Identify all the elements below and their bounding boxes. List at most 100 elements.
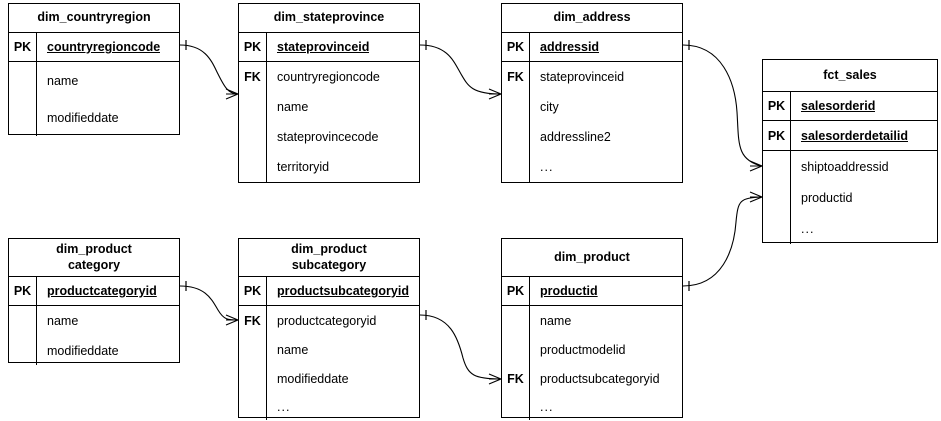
relationship-rel-productcategory-subcategory[interactable] [179, 281, 239, 326]
key-badge: FK [244, 313, 261, 328]
cardinality-many-marker [488, 88, 502, 100]
key-gutter [9, 306, 37, 365]
entity-title: dim_product subcategory [239, 239, 419, 277]
field-more-indicator: ... [801, 221, 815, 236]
key-gutter [763, 151, 791, 244]
field-name: productmodelid [540, 342, 626, 357]
primary-key-section: PK stateprovinceid [239, 33, 419, 62]
key-badge-empty [763, 182, 790, 213]
field-name: territoryid [277, 160, 330, 174]
table-row[interactable]: PK productid [502, 277, 682, 305]
primary-key-section: PK productcategoryid [9, 277, 179, 306]
key-badge-empty [239, 364, 266, 393]
key-badge-empty [502, 393, 529, 420]
field-name: shiptoaddressid [801, 159, 889, 174]
key-gutter: FK [239, 306, 267, 420]
key-badge: PK [239, 277, 267, 305]
key-badge-empty [502, 306, 529, 335]
field-list: shiptoaddressid productid... [791, 151, 937, 244]
field-name: modifieddate [47, 343, 119, 358]
field-name: productsubcategoryid [277, 284, 409, 298]
key-badge-empty [239, 152, 266, 182]
key-badge-empty [9, 306, 36, 336]
field-name: productid [540, 284, 598, 298]
table-row[interactable]: PK salesorderdetailid [763, 121, 937, 150]
relationship-line [682, 44, 763, 167]
field-name: productcategoryid [277, 313, 377, 328]
cardinality-many-marker [225, 88, 239, 100]
key-badge: PK [502, 33, 530, 61]
key-badge-empty [9, 99, 36, 136]
key-badge: PK [9, 277, 37, 305]
field-more-indicator: ... [540, 160, 554, 174]
field-name: name [277, 100, 309, 114]
key-badge: PK [239, 33, 267, 61]
field-name: productcategoryid [47, 284, 157, 298]
table-row[interactable]: PK addressid [502, 33, 682, 61]
key-badge: PK [763, 92, 791, 120]
relationship-rel-stateprovince-address[interactable] [419, 40, 502, 100]
entity-title: dim_product [502, 239, 682, 277]
relationship-rel-countryregion-stateprovince[interactable] [179, 40, 239, 100]
key-badge: FK [244, 70, 261, 84]
table-row[interactable]: PK productcategoryid [9, 277, 179, 305]
cardinality-many-marker [749, 191, 763, 203]
table-row[interactable]: PK salesorderid [763, 92, 937, 121]
key-badge-empty [9, 62, 36, 99]
field-name: salesorderid [801, 99, 876, 113]
key-badge-empty [239, 92, 266, 122]
key-gutter: FK [502, 62, 530, 182]
key-badge: PK [763, 121, 791, 150]
key-gutter: FK [502, 306, 530, 420]
cardinality-many-marker [488, 373, 502, 385]
key-gutter [9, 62, 37, 136]
key-badge-empty [763, 213, 790, 244]
entity-title: fct_sales [763, 60, 937, 92]
table-row[interactable]: PK stateprovinceid [239, 33, 419, 61]
relationship-line [419, 44, 502, 95]
field-name: addressid [540, 40, 600, 54]
cardinality-many-marker [749, 160, 763, 172]
field-name: productid [801, 190, 853, 205]
field-name: stateprovinceid [277, 40, 370, 54]
relationship-rel-subcategory-product[interactable] [419, 310, 502, 385]
field-name: name [277, 342, 309, 357]
primary-key-section: PK productsubcategoryid [239, 277, 419, 306]
relationship-rel-address-sales[interactable] [682, 40, 763, 172]
primary-key-section: PK addressid [502, 33, 682, 62]
key-badge: FK [507, 371, 524, 386]
key-badge-empty [239, 393, 266, 420]
key-badge-empty [9, 336, 36, 365]
field-name: salesorderdetailid [801, 128, 908, 143]
key-badge: PK [502, 277, 530, 305]
field-name: name [540, 313, 572, 328]
field-name: countryregioncode [277, 70, 380, 84]
relationship-rel-product-sales[interactable] [682, 191, 763, 291]
key-badge-empty [763, 151, 790, 182]
cardinality-many-marker [225, 314, 239, 326]
key-badge-empty [502, 335, 529, 364]
table-row[interactable]: PK productsubcategoryid [239, 277, 419, 305]
key-badge-empty [502, 92, 529, 122]
